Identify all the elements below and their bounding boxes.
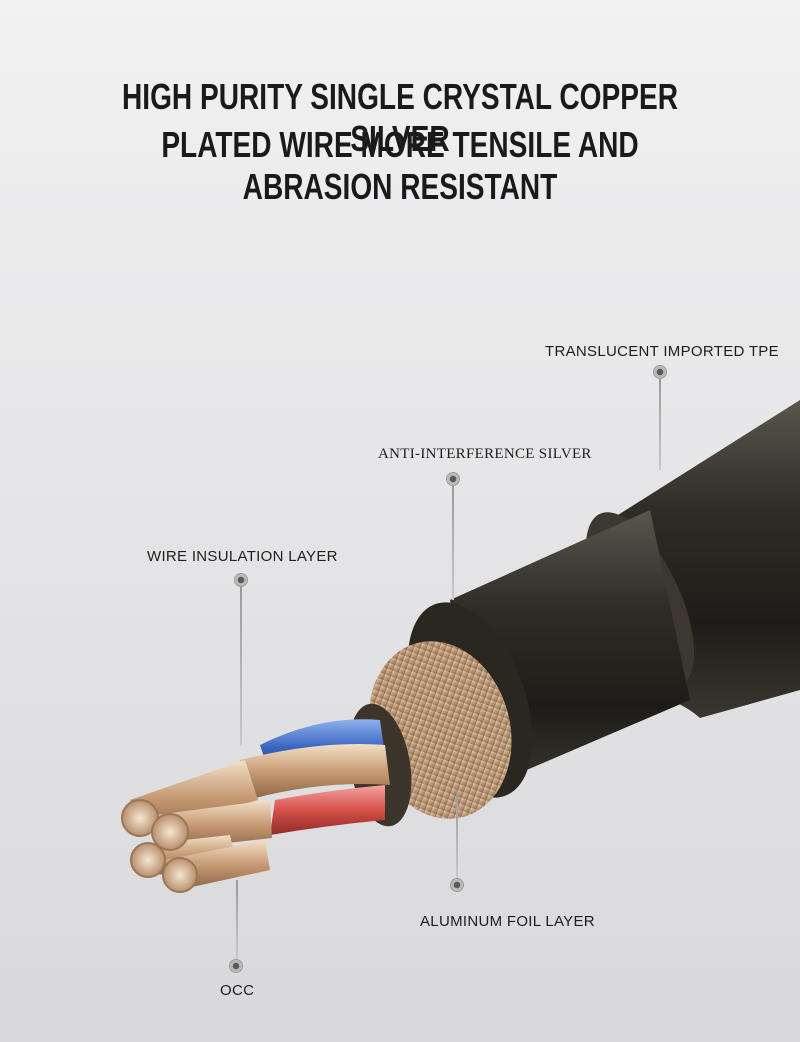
strand-end-2	[151, 813, 189, 851]
label-anti-interference-silver: ANTI-INTERFERENCE SILVER	[378, 446, 592, 462]
leader-line-foil	[456, 790, 458, 880]
pointer-dot-occ	[230, 960, 242, 972]
label-occ: OCC	[220, 982, 255, 999]
headline-line-1: HIGH PURITY SINGLE CRYSTAL COPPER SILVER	[122, 76, 678, 159]
pointer-dot-tpe	[654, 366, 666, 378]
label-aluminum-foil: ALUMINUM FOIL LAYER	[420, 913, 595, 930]
gold-wire	[240, 744, 390, 800]
pointer-dot-insulation	[235, 574, 247, 586]
label-translucent-tpe: TRANSLUCENT IMPORTED TPE	[545, 343, 779, 360]
leader-line-insulation	[240, 586, 242, 746]
pointer-dot-foil	[451, 879, 463, 891]
headline-line-2: PLATED WIRE MORE TENSILE AND ABRASION RE…	[161, 124, 639, 207]
label-wire-insulation: WIRE INSULATION LAYER	[147, 548, 338, 565]
strand-end-3	[130, 842, 166, 878]
red-wire	[270, 785, 385, 835]
leader-line-tpe	[659, 378, 661, 470]
strand-end-4	[162, 857, 198, 893]
pointer-dot-silver	[447, 473, 459, 485]
leader-line-silver	[452, 485, 454, 600]
leader-line-occ	[236, 880, 238, 960]
